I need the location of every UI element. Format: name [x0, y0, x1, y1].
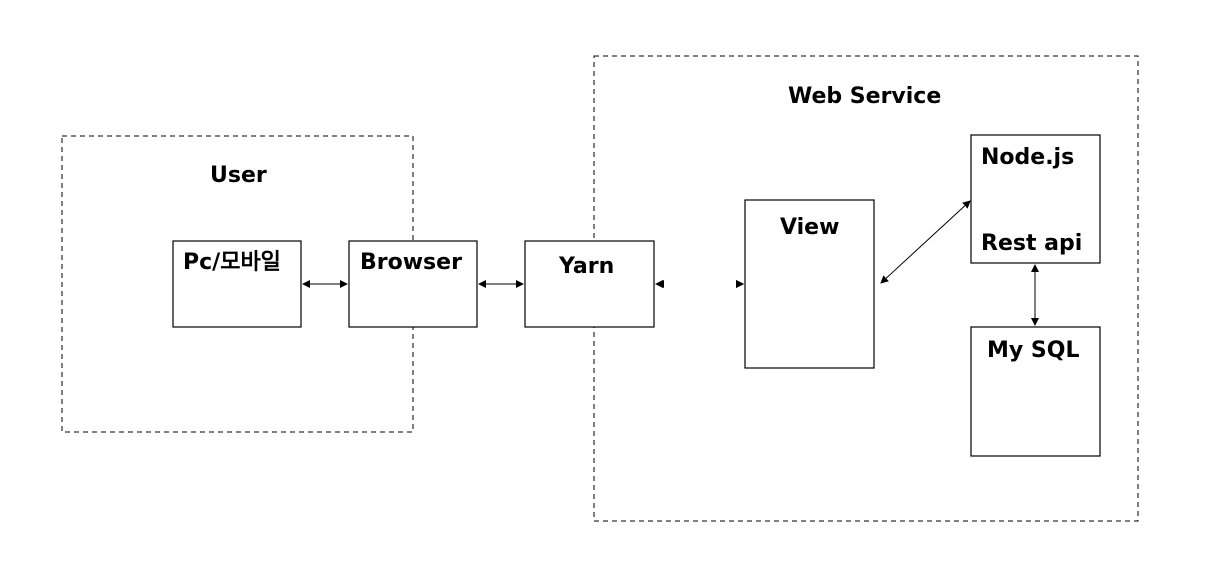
nodejs-box	[970, 134, 1101, 264]
browser-label: Browser	[360, 250, 462, 275]
mysql-box	[970, 326, 1101, 457]
view-label: View	[780, 215, 839, 240]
yarn-view-arrowhead-right	[736, 280, 744, 288]
rest-api-label: Rest api	[981, 231, 1082, 256]
pc-mobile-label: Pc/모바일	[183, 250, 281, 275]
web-service-group-label: Web Service	[788, 84, 941, 109]
browser-box	[348, 240, 478, 328]
user-group-label: User	[210, 163, 267, 188]
pc-mobile-box	[172, 240, 302, 328]
view-box	[744, 199, 875, 369]
yarn-box	[524, 240, 655, 328]
yarn-view-arrowhead-left	[656, 280, 664, 288]
yarn-label: Yarn	[558, 254, 614, 279]
nodejs-label: Node.js	[981, 145, 1074, 170]
mysql-label: My SQL	[987, 338, 1079, 363]
view-nodejs-connector	[880, 200, 971, 284]
